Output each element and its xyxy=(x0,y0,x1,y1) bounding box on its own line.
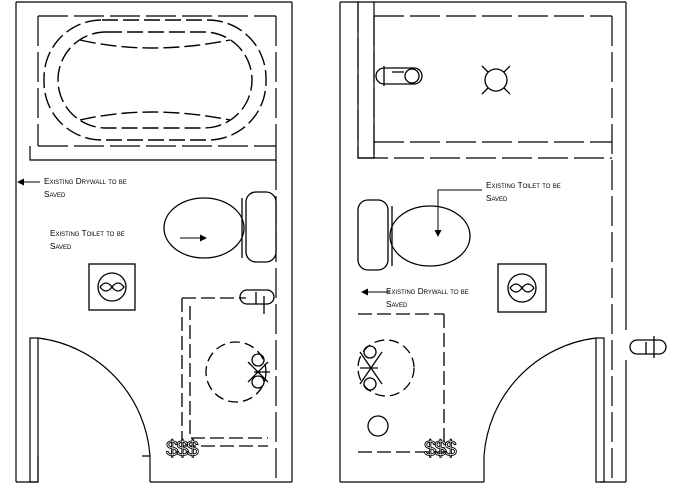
right-outer-wall xyxy=(339,1,627,482)
left-toilet-note-line1: Existing Toilet to be xyxy=(50,229,125,238)
left-drywall-note-line1: Existing Drywall to be xyxy=(44,177,127,186)
left-cost-mark: $$$ xyxy=(166,436,198,461)
right-sink-icon xyxy=(357,339,415,397)
right-bathroom-plan xyxy=(339,1,667,483)
right-sink-enclosure xyxy=(358,313,445,453)
left-drywall-note-line2: Saved xyxy=(44,190,66,199)
right-toilet-note-line1: Existing Toilet to be xyxy=(486,181,561,190)
left-outer-wall xyxy=(15,1,293,482)
left-sink-icon xyxy=(205,341,270,403)
right-shower-valve-icon xyxy=(375,66,423,86)
right-wall-hydrant-icon xyxy=(367,415,389,437)
left-door-icon xyxy=(29,337,151,483)
left-shower-enclosure xyxy=(181,297,268,447)
bathtub xyxy=(43,19,267,141)
right-drywall-note-line2: Saved xyxy=(386,300,408,309)
right-floor-drain-icon xyxy=(497,263,547,313)
right-shower-drain-icon xyxy=(481,65,511,95)
left-bathroom-plan xyxy=(15,1,293,483)
right-toilet-icon xyxy=(357,199,471,271)
right-cost-mark: $$$ xyxy=(424,436,456,461)
right-exterior-valve-icon xyxy=(629,336,667,358)
left-toilet-note-line2: Saved xyxy=(50,242,72,251)
right-shower-stall-solid xyxy=(357,2,375,159)
right-wall-bottom-left xyxy=(340,456,485,483)
right-toilet-note-line2: Saved xyxy=(486,194,508,203)
right-door-icon xyxy=(483,337,605,483)
right-drywall-note-line1: Existing Drywall to be xyxy=(386,287,469,296)
left-shower-valve-icon xyxy=(239,289,275,314)
right-toilet-leader xyxy=(434,189,482,237)
left-wall-bottom-left xyxy=(16,456,39,483)
left-toilet-icon xyxy=(163,191,277,263)
left-floor-drain-icon xyxy=(88,263,136,311)
left-drywall-line xyxy=(29,146,277,161)
left-tub-enclosure xyxy=(37,16,277,147)
